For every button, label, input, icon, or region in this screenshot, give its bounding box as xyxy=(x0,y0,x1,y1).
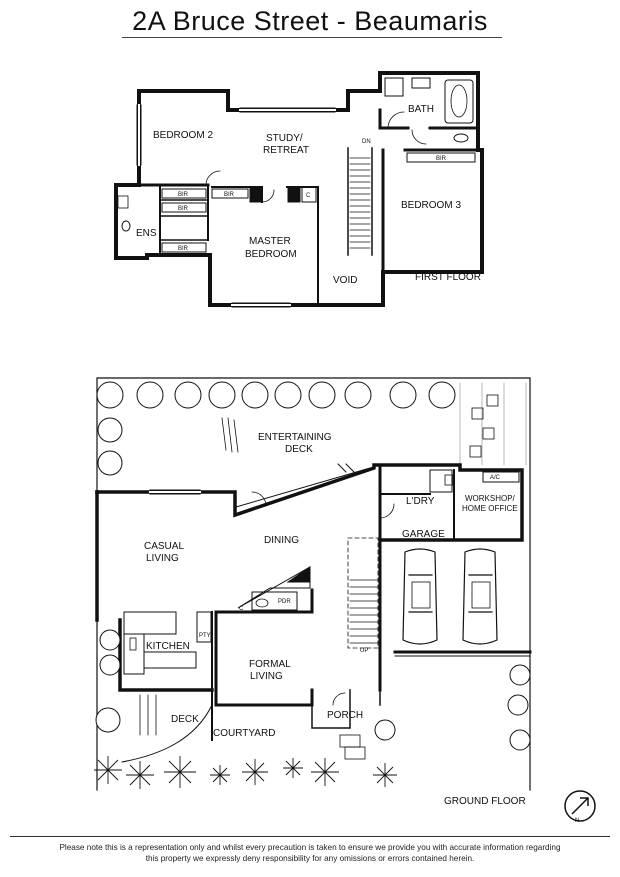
room-label-bedroom-3: BEDROOM 3 xyxy=(401,200,461,211)
first-floor-staircase xyxy=(349,157,371,249)
room-label-casual-living: LIVING xyxy=(146,553,179,564)
outdoor-furniture xyxy=(221,417,239,453)
disclaimer: Please note this is a representation onl… xyxy=(10,842,610,864)
garage-car-right xyxy=(462,548,498,645)
room-label-courtyard: COURTYARD xyxy=(213,728,275,739)
room-label-void: VOID xyxy=(333,275,357,286)
ac-label: A/C xyxy=(490,475,501,481)
landscape-shrubs xyxy=(94,756,397,789)
ground-floor-staircase xyxy=(347,537,379,649)
plan-title: 2A Bruce Street - Beaumaris xyxy=(132,6,488,36)
first-floor-plan xyxy=(114,71,484,308)
room-label-porch: PORCH xyxy=(327,710,363,721)
disclaimer-line-2: this property we expressly deny responsi… xyxy=(145,854,475,863)
room-label-home-office: HOME OFFICE xyxy=(462,504,518,513)
room-label-deck: DECK xyxy=(171,714,199,725)
room-label-formal: FORMAL xyxy=(249,659,291,670)
bir-label: BIR xyxy=(436,156,447,162)
kitchen-island xyxy=(123,611,177,635)
room-label-pdr: PDR xyxy=(278,599,291,605)
title-underline xyxy=(122,37,502,38)
vanity xyxy=(411,77,431,89)
north-compass-icon: N xyxy=(564,790,596,824)
bathtub xyxy=(444,79,474,124)
first-floor-exterior-wall xyxy=(114,71,484,307)
room-label-formal-living: LIVING xyxy=(250,671,283,682)
cupboard-label-c: C xyxy=(239,606,244,612)
room-label-laundry: L'DRY xyxy=(406,496,435,507)
compass-label: N xyxy=(575,818,579,824)
room-label-master: MASTER xyxy=(249,236,291,247)
bir-label: BIR xyxy=(178,206,189,212)
room-label-bath: BATH xyxy=(408,104,434,115)
room-label-entertaining: ENTERTAINING xyxy=(258,432,332,443)
courtyard-path xyxy=(121,704,213,763)
room-label-retreat: RETREAT xyxy=(263,145,309,156)
level-label-ground-floor: GROUND FLOOR xyxy=(444,796,526,807)
level-label-first-floor: FIRST FLOOR xyxy=(415,272,481,283)
garage-car-left xyxy=(402,548,438,645)
cupboard-label-c: C xyxy=(306,193,311,199)
room-label-workshop: WORKSHOP/ xyxy=(465,494,516,503)
room-label-dining: DINING xyxy=(264,535,299,546)
room-label-bedroom-2: BEDROOM 2 xyxy=(153,130,213,141)
stair-label-dn: DN xyxy=(362,139,371,145)
disclaimer-rule xyxy=(10,836,610,837)
ground-floor-exterior-wall xyxy=(95,463,524,542)
room-label-study: STUDY/ xyxy=(266,133,303,144)
room-label-pty: PTY xyxy=(199,633,211,639)
ground-floor-plan xyxy=(95,377,532,791)
room-label-deck-upper: DECK xyxy=(285,444,313,455)
deck-slats xyxy=(139,694,157,736)
room-label-garage: GARAGE xyxy=(402,529,445,540)
room-label-ens: ENS xyxy=(136,228,157,239)
room-label-casual: CASUAL xyxy=(144,541,184,552)
stair-label-up: UP xyxy=(360,648,368,654)
bir-label: BIR xyxy=(178,192,189,198)
room-label-master-bedroom: BEDROOM xyxy=(245,249,297,260)
bir-label: BIR xyxy=(224,192,235,198)
room-label-kitchen: KITCHEN xyxy=(146,641,190,652)
bir-label: BIR xyxy=(178,246,189,252)
disclaimer-line-1: Please note this is a representation onl… xyxy=(59,843,561,852)
landscape-trees xyxy=(95,381,531,751)
dining-feature-wall xyxy=(237,566,311,609)
